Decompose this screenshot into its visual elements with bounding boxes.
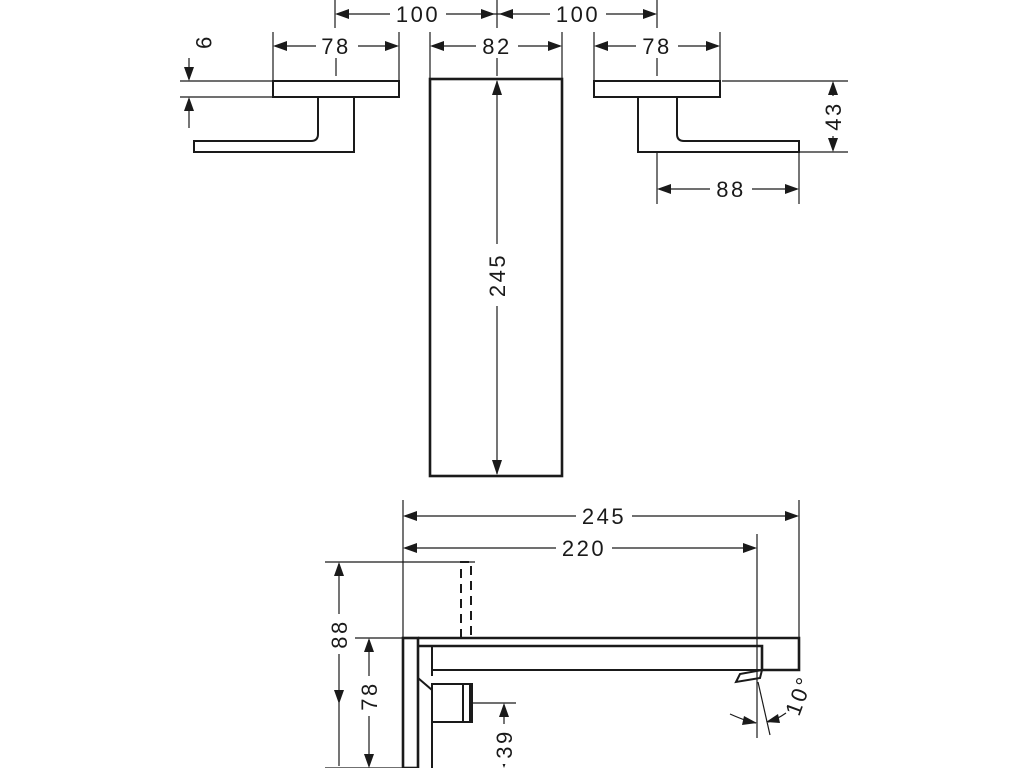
dim-100-left: 100 [396,2,440,27]
dim-9: 9 [191,37,216,52]
dim-88-handle: 88 [716,177,745,202]
spout-plate: 82 245 [428,32,564,478]
spout-side-view: 245 220 88 [325,500,818,768]
dim-82: 82 [482,34,511,59]
dim-245-vertical: 245 [485,253,510,297]
dim-88-side: 88 [327,619,352,648]
dim-43: 43 [821,101,846,130]
dim-245-horizontal: 245 [582,504,626,529]
dimension-top-spacing: 100 100 [334,0,658,28]
dim-100-right: 100 [556,2,600,27]
dim-78-right: 78 [642,34,671,59]
dim-10-degree: 10° [780,672,817,719]
dim-39: 39 [492,729,517,758]
dim-220: 220 [562,536,606,561]
right-handle: 78 43 88 [593,32,848,204]
left-handle: 78 9 [180,32,400,153]
dim-78-side: 78 [357,681,382,710]
dim-78-left: 78 [321,34,350,59]
